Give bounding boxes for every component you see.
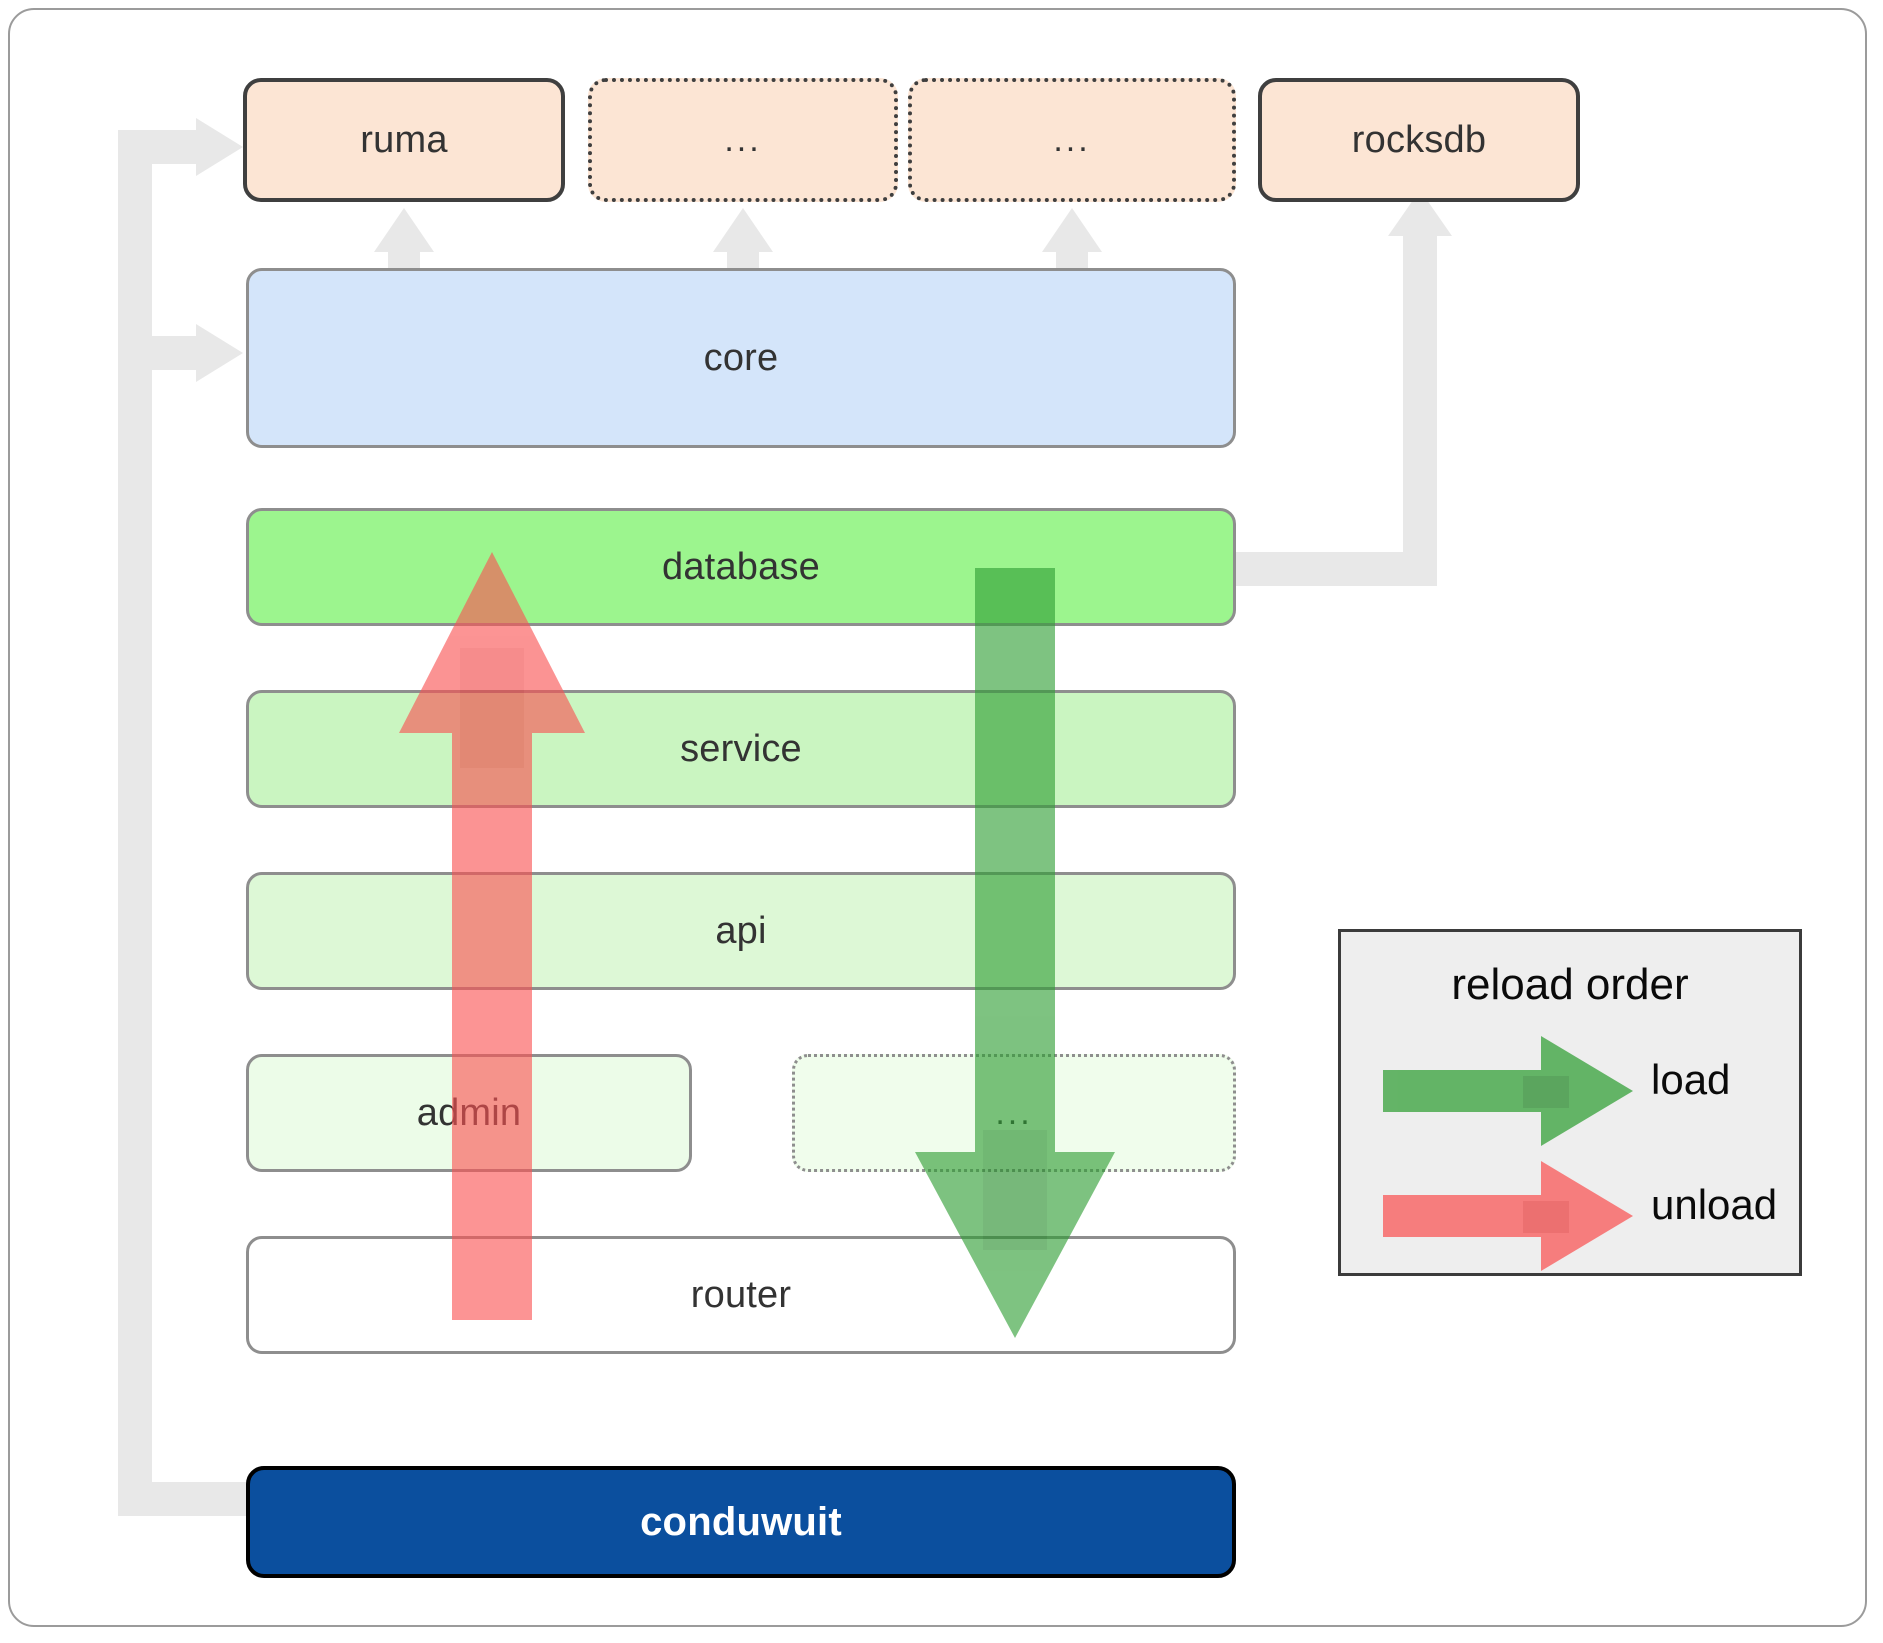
node-core-label: core [703, 336, 779, 379]
legend-unload-label: unload [1651, 1181, 1778, 1228]
node-rocksdb[interactable]: rocksdb [1258, 78, 1580, 202]
node-other-crates-label: ... [995, 1093, 1033, 1132]
node-api[interactable]: api [246, 872, 1236, 990]
node-router[interactable]: router [246, 1236, 1236, 1354]
node-external-2-label: ... [1053, 120, 1091, 159]
node-external-2[interactable]: ... [908, 78, 1236, 202]
legend-item-load: load [1341, 1036, 1799, 1146]
node-database-label: database [662, 545, 820, 588]
node-service[interactable]: service [246, 690, 1236, 808]
node-admin[interactable]: admin [246, 1054, 692, 1172]
load-arrow-icon [1383, 1036, 1633, 1146]
legend-reload-order: reload order load unload [1338, 929, 1802, 1276]
unload-arrow-icon [1383, 1161, 1633, 1271]
legend-load-label: load [1651, 1056, 1731, 1103]
node-api-label: api [715, 909, 767, 952]
node-external-1-label: ... [724, 120, 762, 159]
node-other-crates[interactable]: ... [792, 1054, 1236, 1172]
node-ruma[interactable]: ruma [243, 78, 565, 202]
node-admin-label: admin [416, 1091, 522, 1134]
legend-title: reload order [1451, 960, 1689, 1009]
node-conduwuit-label: conduwuit [640, 1499, 842, 1544]
legend-item-unload: unload [1341, 1161, 1799, 1271]
node-ruma-label: ruma [360, 118, 448, 161]
diagram-frame [8, 8, 1867, 1627]
node-database[interactable]: database [246, 508, 1236, 626]
node-router-label: router [690, 1273, 792, 1316]
node-rocksdb-label: rocksdb [1351, 118, 1487, 161]
node-service-label: service [680, 727, 802, 770]
node-core[interactable]: core [246, 268, 1236, 448]
node-conduwuit[interactable]: conduwuit [246, 1466, 1236, 1578]
node-external-1[interactable]: ... [588, 78, 898, 202]
